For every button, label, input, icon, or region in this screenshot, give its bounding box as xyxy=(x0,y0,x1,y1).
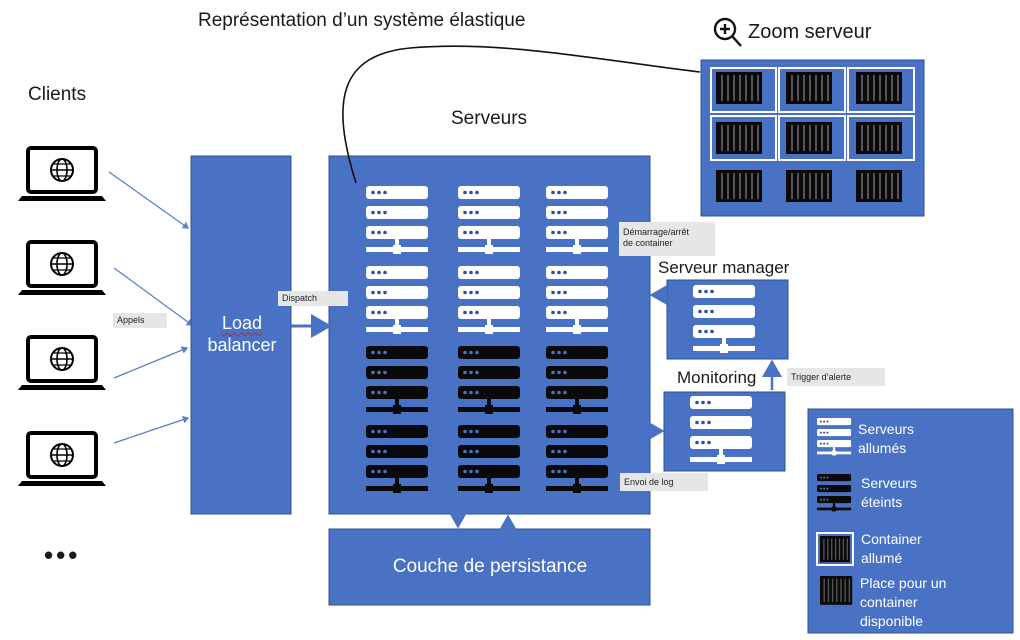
legend-servers-off: Serveurs éteints xyxy=(861,474,917,512)
client-laptop-icon xyxy=(16,240,108,297)
client-laptop-icon xyxy=(16,431,108,488)
legend-container-slot: Place pour un container disponible xyxy=(860,574,946,631)
legend-container-on: Container allumé xyxy=(861,530,922,568)
servers-title: Serveurs xyxy=(451,108,528,129)
load-balancer-line1: Load xyxy=(221,313,263,333)
zoom-connector xyxy=(342,45,701,184)
legend-servers-on-line2: allumés xyxy=(858,440,907,456)
load-balancer-line2: balancer xyxy=(207,335,277,355)
legend-servers-off-line2: éteints xyxy=(861,494,903,510)
client-arrows xyxy=(108,171,194,444)
load-balancer-box xyxy=(190,155,292,515)
legend-servers-on-line1: Serveurs xyxy=(858,421,915,437)
legend-container-on-line1: Container xyxy=(861,531,922,547)
monitoring-title: Monitoring xyxy=(677,368,757,387)
persistence-box xyxy=(328,528,651,606)
log-tag: Envoi de log xyxy=(620,473,708,491)
client-laptop-icon xyxy=(16,335,108,392)
legend-container-slot-line1: Place pour un xyxy=(860,575,947,591)
legend-container-slot-line3: disponible xyxy=(860,613,924,629)
legend-container-slot-icon xyxy=(820,576,853,605)
client-laptop-icon xyxy=(16,146,108,203)
server-manager-title: Serveur manager xyxy=(658,258,790,277)
clients-more: ••• xyxy=(44,540,81,570)
diagram-title: Représentation d’un système élastique xyxy=(198,10,526,31)
zoom-containers xyxy=(710,67,915,202)
container-control-tag: Démarrage/arrêt de container xyxy=(619,222,715,256)
legend-servers-off-line1: Serveurs xyxy=(861,475,918,491)
legend-servers-on: Serveurs allumés xyxy=(858,420,914,458)
legend-container-on-icon xyxy=(816,532,854,566)
legend-container-on-line2: allumé xyxy=(861,550,903,566)
appels-tag: Appels xyxy=(113,313,167,328)
zoom-in-icon xyxy=(713,17,742,47)
container-control-line2: de container xyxy=(623,238,673,248)
container-control-line1: Démarrage/arrêt xyxy=(623,227,690,237)
load-balancer-label: Load balancer xyxy=(192,312,292,356)
dispatch-tag: Dispatch xyxy=(278,291,348,306)
persistence-label: Couche de persistance xyxy=(392,556,588,577)
trigger-tag: Trigger d’alerte xyxy=(787,368,885,386)
legend-container-slot-line2: container xyxy=(860,594,918,610)
zoom-server-title: Zoom serveur xyxy=(748,21,872,43)
clients-title: Clients xyxy=(28,84,87,105)
